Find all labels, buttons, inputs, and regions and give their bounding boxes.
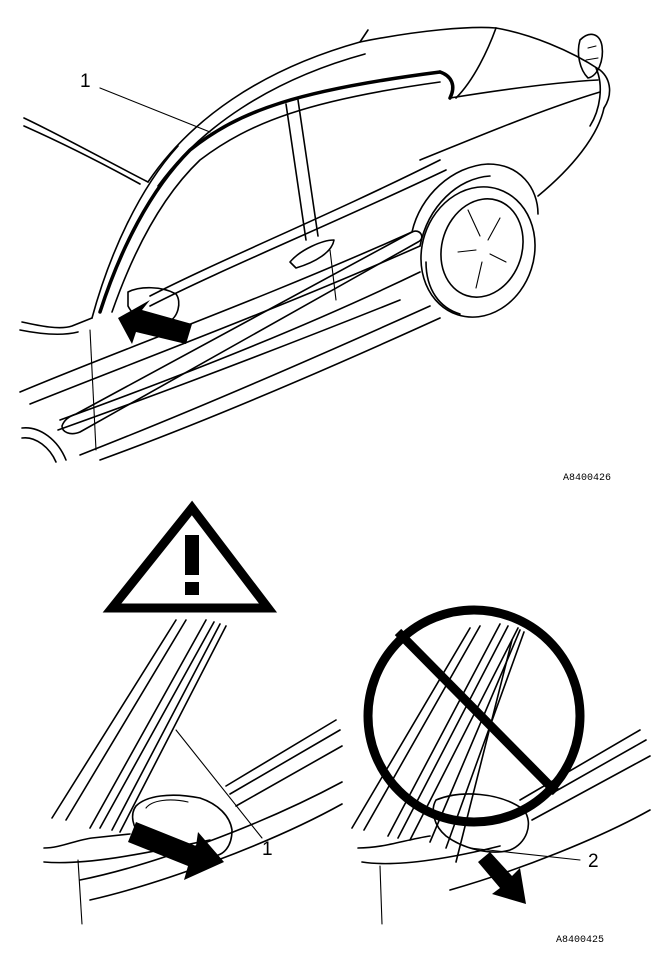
detail-correct — [43, 619, 343, 925]
callout-2-leader — [469, 847, 581, 861]
callout-2-label: 2 — [588, 851, 599, 872]
callout-1-bottom-leader — [175, 729, 263, 839]
arrow-icon — [118, 300, 192, 344]
callout-1-leader — [99, 87, 211, 133]
prohibition-icon — [363, 605, 585, 827]
figure-code-top: A8400426 — [563, 473, 612, 484]
car-illustration — [19, 26, 611, 463]
callout-1-bottom-label: 1 — [262, 839, 273, 860]
warning-triangle-icon — [102, 500, 278, 613]
arrow-icon — [128, 822, 224, 880]
callout-1-label: 1 — [80, 71, 91, 92]
figure-code-bottom: A8400425 — [556, 935, 605, 946]
arrow-icon — [478, 852, 526, 904]
